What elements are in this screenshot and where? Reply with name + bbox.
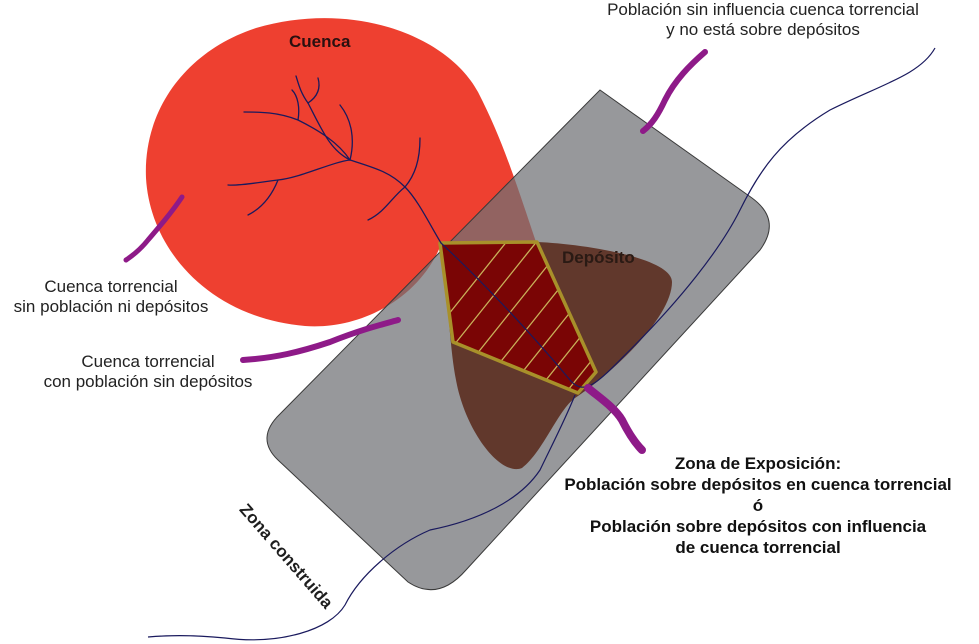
label-cuenca-sin-poblacion: Cuenca torrencial sin población ni depós…	[0, 277, 222, 317]
label-cuenca-con-line2: con población sin depósitos	[43, 372, 253, 391]
label-cuenca-sin-line2: sin población ni depósitos	[13, 297, 209, 316]
deposito-label: Depósito	[562, 248, 635, 267]
exposure-zone-outline	[438, 240, 598, 395]
pointer-no-influence	[640, 49, 708, 134]
label-cuenca-con-line1: Cuenca torrencial	[81, 352, 215, 371]
pointers	[123, 49, 708, 454]
pointer-exposicion	[584, 384, 646, 454]
label-no-influence-line2: y no está sobre depósitos	[666, 20, 860, 39]
label-no-influence-line1: Población sin influencia cuenca torrenci…	[607, 0, 919, 19]
cuenca-shape	[145, 18, 537, 327]
pointer-cuenca-sin	[123, 194, 185, 263]
pointer-cuenca-con	[240, 317, 401, 363]
label-zona-exposicion: Zona de Exposición: Población sobre depó…	[538, 453, 978, 558]
label-no-influence: Población sin influencia cuenca torrenci…	[585, 0, 941, 40]
main-river	[440, 47, 936, 388]
label-exposicion-line3: ó	[752, 496, 764, 515]
cuenca-label: Cuenca	[289, 32, 351, 51]
label-exposicion-line4: Población sobre depósitos con influencia	[589, 517, 927, 536]
river-network	[227, 75, 442, 244]
label-cuenca-sin-line1: Cuenca torrencial	[44, 277, 178, 296]
label-exposicion-line5: de cuenca torrencial	[675, 538, 841, 557]
label-exposicion-line1: Zona de Exposición:	[674, 454, 842, 473]
label-cuenca-con-poblacion: Cuenca torrencial con población sin depó…	[28, 352, 268, 392]
label-exposicion-line2: Población sobre depósitos en cuenca torr…	[564, 475, 952, 494]
lower-river	[147, 394, 576, 641]
